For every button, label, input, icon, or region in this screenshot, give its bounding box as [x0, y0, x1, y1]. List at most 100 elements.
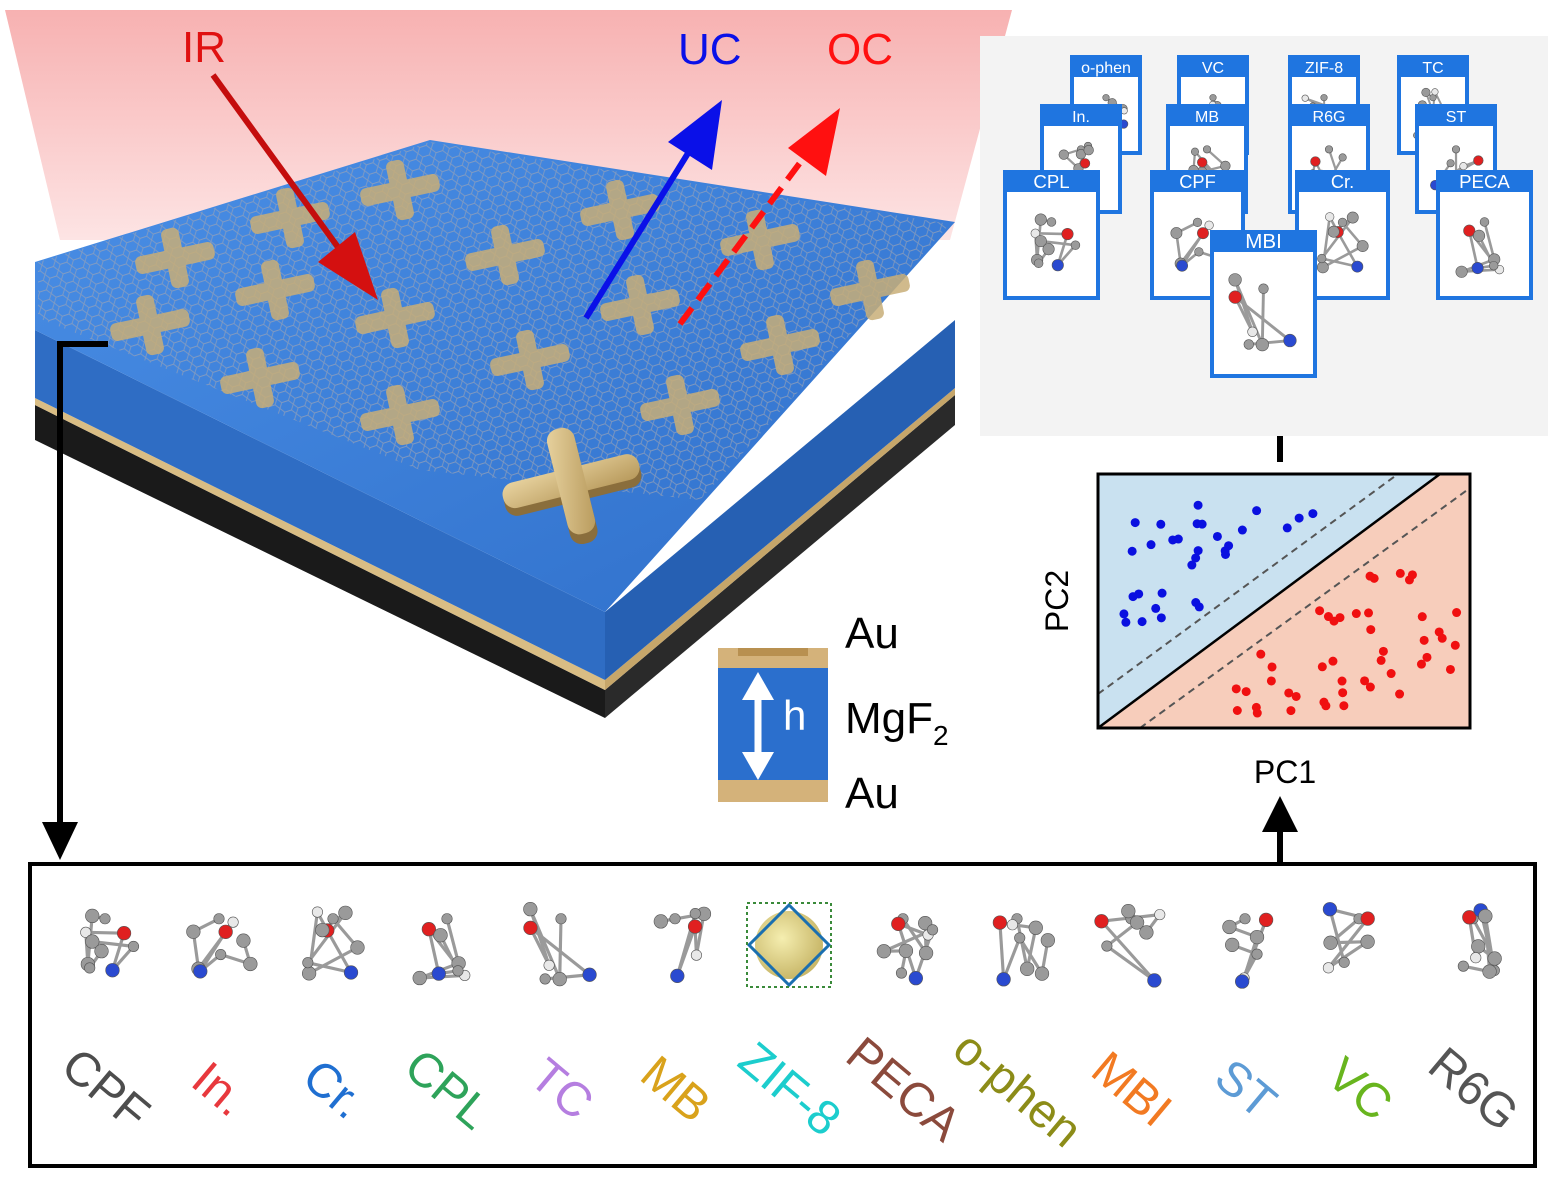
- pca-plot: [1096, 472, 1472, 730]
- light-cone: [5, 10, 1012, 240]
- pca-point-blue: [1121, 617, 1131, 627]
- pca-point-blue: [1282, 523, 1292, 533]
- pca-point-red: [1267, 662, 1277, 672]
- pca-point-red: [1241, 687, 1251, 697]
- metasurface-substrate: [35, 140, 955, 718]
- top-au-label: Au: [845, 609, 899, 658]
- pca-point-blue: [1156, 519, 1166, 529]
- pca-point-blue: [1156, 613, 1166, 623]
- pca-point-red: [1369, 573, 1379, 583]
- card-label: o-phen: [1081, 60, 1131, 77]
- pca-point-red: [1256, 649, 1266, 659]
- pca-point-red: [1321, 701, 1331, 711]
- pca-point-red: [1365, 682, 1375, 692]
- zif8-structure: [746, 902, 832, 988]
- card-label: VC: [1202, 60, 1224, 77]
- pca-point-red: [1417, 612, 1427, 622]
- pca-point-red: [1404, 575, 1414, 585]
- pca-point-blue: [1237, 525, 1247, 535]
- pca-point-blue: [1151, 603, 1161, 613]
- pca-ylabel: PC2: [1039, 570, 1075, 632]
- pca-point-red: [1251, 702, 1261, 712]
- margin-upper: [1097, 473, 1399, 695]
- pca-point-blue: [1187, 560, 1197, 570]
- pca-point-red: [1337, 676, 1347, 686]
- pca-point-red: [1364, 608, 1374, 618]
- pca-point-blue: [1194, 602, 1204, 612]
- pca-point-blue: [1119, 609, 1129, 619]
- pca-point-red: [1317, 662, 1327, 672]
- pca-point-blue: [1128, 592, 1138, 602]
- pca-point-red: [1366, 625, 1376, 635]
- connector-panel-to-pca: [1262, 796, 1298, 862]
- bottom-au-label: Au: [845, 769, 899, 818]
- mgf2-label: MgF2: [845, 694, 949, 751]
- pca-point-red: [1284, 688, 1294, 698]
- pca-point-red: [1450, 640, 1460, 650]
- pca-point-blue: [1197, 519, 1207, 529]
- pca-point-red: [1286, 706, 1296, 716]
- molecule-card: PECA: [1436, 170, 1533, 300]
- decision-boundary: [1097, 472, 1441, 730]
- pca-point-blue: [1146, 540, 1156, 550]
- pca-points: [1119, 500, 1462, 718]
- pca-point-red: [1445, 664, 1455, 674]
- pca-point-red: [1328, 656, 1338, 666]
- pca-point-blue: [1294, 513, 1304, 523]
- pca-point-red: [1232, 706, 1242, 716]
- card-label: PECA: [1459, 171, 1510, 192]
- thickness-label: h: [783, 692, 806, 739]
- pca-point-red: [1338, 688, 1348, 698]
- margin-lower: [1139, 487, 1471, 729]
- pca-point-red: [1231, 684, 1241, 694]
- pca-point-red: [1452, 608, 1462, 618]
- pca-point-red: [1395, 568, 1405, 578]
- gold-cross-unit-cell: [502, 427, 642, 545]
- layer-stack-schematic: h: [718, 648, 828, 802]
- uc-arrow: [583, 100, 722, 320]
- mgf2-subscript: 2: [933, 720, 949, 751]
- pca-point-red: [1291, 691, 1301, 701]
- ir-arrow: [210, 73, 378, 300]
- oc-arrow: [677, 108, 840, 326]
- pca-point-red: [1395, 689, 1405, 699]
- pca-point-blue: [1191, 553, 1201, 563]
- pca-xlabel: PC1: [1254, 754, 1316, 790]
- molecule-card: MBI: [1210, 230, 1317, 378]
- pca-point-blue: [1220, 549, 1230, 559]
- pca-point-blue: [1137, 617, 1147, 627]
- uc-label: UC: [678, 25, 742, 74]
- pca-point-red: [1378, 646, 1388, 656]
- pca-point-blue: [1308, 509, 1318, 519]
- pca-point-blue: [1130, 518, 1140, 528]
- pca-point-red: [1339, 701, 1349, 711]
- pca-point-red: [1422, 652, 1432, 662]
- card-label: In.: [1072, 109, 1090, 126]
- pca-point-blue: [1127, 546, 1137, 556]
- pca-point-red: [1360, 676, 1370, 686]
- card-label: CPL: [1033, 171, 1069, 192]
- oc-label: OC: [827, 25, 893, 74]
- card-label: ZIF-8: [1305, 60, 1343, 77]
- pca-point-blue: [1252, 506, 1262, 516]
- pca-point-blue: [1212, 531, 1222, 541]
- molecule-cards: o-phen VC ZIF-8 TC In. MB R6G ST CPL CPF Cr. PECA MB…: [1003, 55, 1533, 378]
- pca-point-red: [1419, 635, 1429, 645]
- pca-point-red: [1376, 655, 1386, 665]
- card-label: ST: [1446, 109, 1467, 126]
- card-label: R6G: [1313, 109, 1346, 126]
- card-label: MB: [1195, 109, 1219, 126]
- pca-point-blue: [1193, 546, 1203, 556]
- pca-point-red: [1351, 609, 1361, 619]
- card-label: Cr.: [1331, 171, 1354, 192]
- pca-point-blue: [1168, 535, 1178, 545]
- pca-point-red: [1386, 669, 1396, 679]
- molecule-panel: [28, 862, 1537, 1168]
- connector-surface-to-panel: [42, 341, 108, 860]
- pca-point-blue: [1157, 588, 1167, 598]
- pca-point-red: [1315, 606, 1325, 616]
- card-label: CPF: [1179, 171, 1216, 192]
- pca-point-red: [1266, 676, 1276, 686]
- card-label: TC: [1422, 60, 1443, 77]
